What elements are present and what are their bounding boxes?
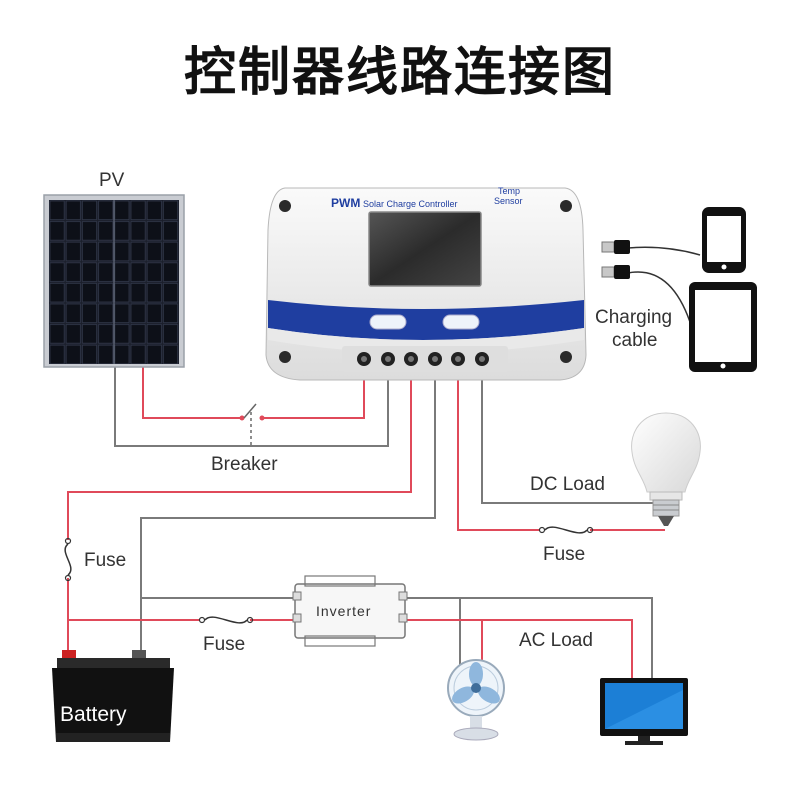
- fuse-label-inverter: Fuse: [203, 634, 245, 655]
- diagram-title: 控制器线路连接图: [183, 43, 616, 103]
- fuse-label-battery: Fuse: [84, 550, 126, 571]
- charge-controller: PWM Solar Charge Controller Temp Sensor: [265, 186, 587, 381]
- pv-label: PV: [99, 170, 125, 191]
- solar-panel-icon: [43, 194, 185, 368]
- wiring: [67, 246, 701, 680]
- controller-brand: PWM: [331, 196, 360, 210]
- fan-icon: [447, 659, 505, 741]
- temp-sensor-line2: Sensor: [494, 196, 523, 206]
- breaker-label: Breaker: [211, 454, 278, 475]
- charging-cable-label-line2: cable: [612, 330, 657, 351]
- controller-button-left: [369, 314, 407, 330]
- breaker-icon: [239, 403, 265, 446]
- fuse-icon-inverter: [198, 616, 254, 624]
- charging-cable-label-line1: Charging: [595, 307, 672, 328]
- light-bulb-icon: [631, 412, 701, 526]
- fuse-icon-dc: [538, 526, 594, 534]
- fuse-icon-battery: [64, 537, 72, 582]
- dc-load-label: DC Load: [530, 474, 605, 495]
- battery-icon: [52, 650, 174, 742]
- lcd-screen: [368, 211, 482, 287]
- controller-button-right: [442, 314, 480, 330]
- monitor-icon: [600, 678, 688, 745]
- tablet-icon: [689, 282, 757, 372]
- inverter-icon: [292, 575, 408, 647]
- phone-icon: [702, 207, 746, 273]
- inverter-label: Inverter: [316, 603, 371, 619]
- ac-load-label: AC Load: [519, 630, 593, 651]
- controller-name: Solar Charge Controller: [363, 199, 458, 209]
- temp-sensor-line1: Temp: [498, 186, 520, 196]
- battery-label: Battery: [60, 703, 127, 726]
- fuse-label-dc: Fuse: [543, 544, 585, 565]
- usb-plug-icon: [601, 240, 630, 279]
- terminal-block: [342, 346, 508, 372]
